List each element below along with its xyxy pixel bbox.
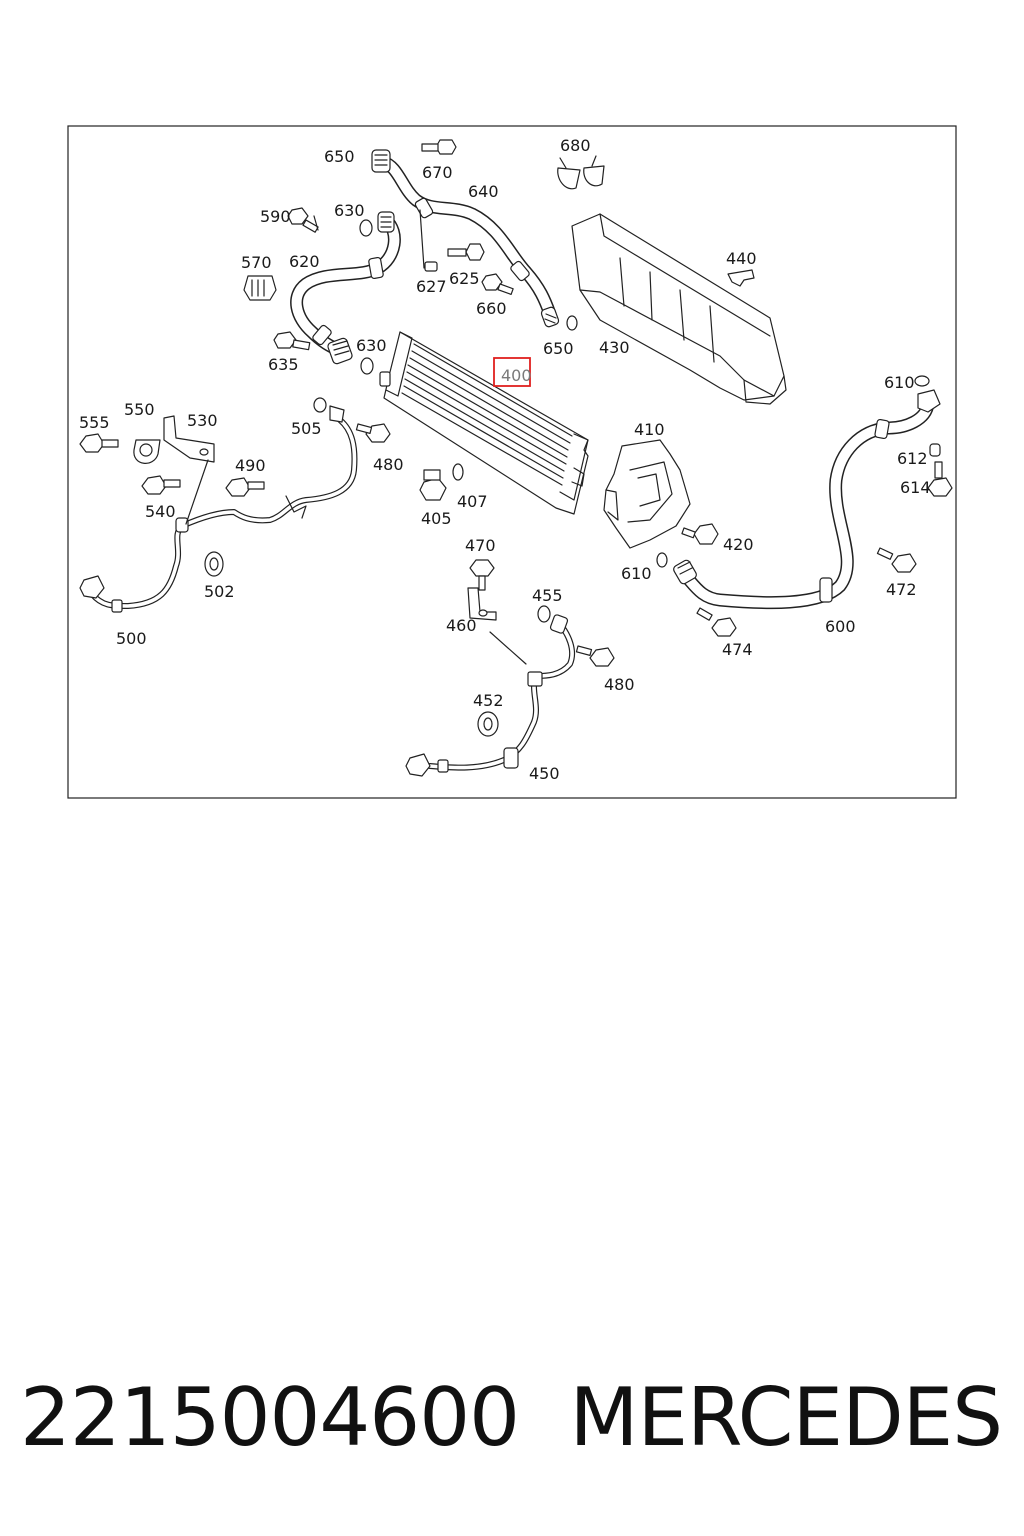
label-490: 490 [235,456,266,475]
label-410: 410 [634,420,665,439]
footer: 2215004600 MERCEDES [0,1370,1024,1470]
bracket-530 [163,415,215,525]
bolt-480-bottom [575,645,615,667]
label-614: 614 [900,478,931,497]
pipe-450 [405,621,576,777]
bolt-625 [447,243,485,261]
connector-455 [549,614,569,634]
air-duct-430 [571,213,787,405]
label-480-left: 480 [373,455,404,474]
bolt-590 [287,207,319,233]
bolt-540 [141,475,181,495]
label-530: 530 [187,411,218,430]
hose-600 [675,389,941,610]
bracket-460 [467,587,497,621]
label-640: 640 [468,182,499,201]
label-570: 570 [241,253,272,272]
bolt-660 [481,273,514,296]
clamp-550 [133,439,161,464]
connector-630-top [377,211,395,233]
seal-452 [477,711,499,737]
label-480-bottom: 480 [604,675,635,694]
hose-620 [290,213,401,357]
label-620: 620 [289,252,320,271]
label-670: 670 [422,163,453,182]
connector-650-bottom [540,306,560,328]
seal-455 [537,605,551,623]
bolt-474 [696,607,737,637]
label-625: 625 [449,269,480,288]
nut-627 [424,261,438,272]
clamp-680 [557,155,605,190]
label-610-bottom: 610 [621,564,652,583]
bracket-410 [603,439,691,549]
bolt-490 [225,477,265,497]
bolt-480-left [355,423,391,443]
seals-left [204,397,464,577]
clip-440 [727,269,755,287]
diagram-frame [67,125,957,799]
label-400-highlighted: 400 [501,366,532,385]
bolt-420 [681,523,719,545]
label-540: 540 [145,502,176,521]
label-610-top: 610 [884,373,915,392]
clamp-570 [243,275,277,301]
bolt-635 [273,331,311,351]
bolt-555 [79,433,119,453]
label-474: 474 [722,640,753,659]
label-472: 472 [886,580,917,599]
label-452: 452 [473,691,504,710]
label-500: 500 [116,629,147,648]
label-505: 505 [291,419,322,438]
label-590: 590 [260,207,291,226]
brand-name: MERCEDES [569,1371,1003,1464]
leader-lines [313,209,425,269]
label-470: 470 [465,536,496,555]
label-450: 450 [529,764,560,783]
label-550: 550 [124,400,155,419]
label-555: 555 [79,413,110,432]
label-502: 502 [204,582,235,601]
label-600: 600 [825,617,856,636]
label-612: 612 [897,449,928,468]
plug-405 [419,469,447,501]
label-680: 680 [560,136,591,155]
label-635: 635 [268,355,299,374]
parts-diagram: 650 670 680 640 590 630 570 620 627 625 … [67,125,957,799]
label-630-bottom: 630 [356,336,387,355]
orings-right [656,375,930,568]
connector-635 [327,337,353,365]
charge-air-cooler-400 [379,331,589,515]
connector-610-lower [673,559,697,585]
label-650-bottom: 650 [543,339,574,358]
connector-650-top [371,149,391,173]
callout-labels: 650 670 680 640 590 630 570 620 627 625 … [79,136,931,783]
label-430: 430 [599,338,630,357]
label-405: 405 [421,509,452,528]
label-660: 660 [476,299,507,318]
label-650-top: 650 [324,147,355,166]
label-627: 627 [416,277,447,296]
part-number: 2215004600 [20,1371,520,1464]
label-630-top: 630 [334,201,365,220]
label-455: 455 [532,586,563,605]
label-407: 407 [457,492,488,511]
bolt-614 [927,461,953,497]
hose-640 [376,155,557,321]
orings-upper [359,219,578,375]
label-460: 460 [446,616,477,635]
label-420: 420 [723,535,754,554]
bolt-470 [469,559,495,591]
pipe-500 [79,405,358,613]
highlight-box-400 [493,357,531,387]
bolt-670 [421,139,457,155]
label-440: 440 [726,249,757,268]
clip-612 [929,443,941,457]
bolt-472 [876,547,917,573]
